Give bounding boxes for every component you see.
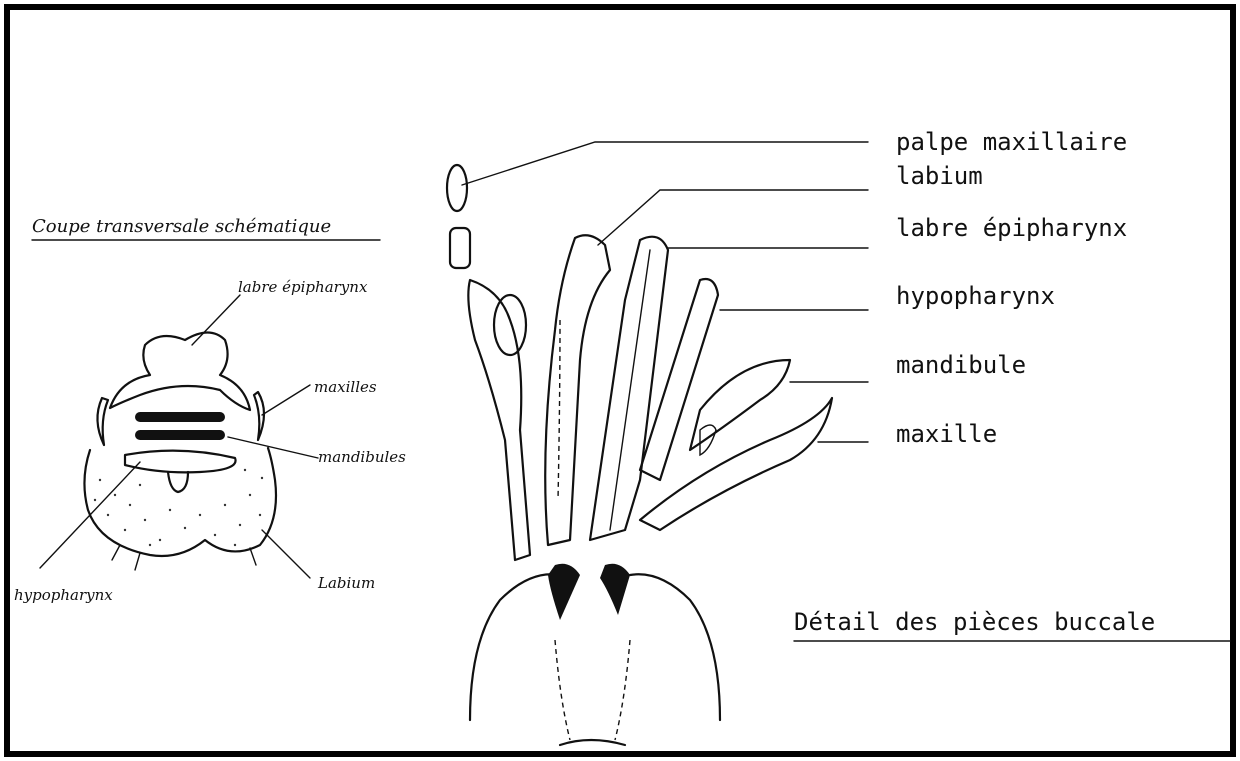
maxille-left [97,398,108,445]
mandibule-lower-bar [135,430,225,440]
labre-epipharynx-shape [110,333,250,411]
label-palpe-maxillaire: palpe maxillaire [896,128,1127,156]
labium-shape [84,448,276,570]
label-hypopharynx-left: hypopharynx [14,586,113,604]
hypopharynx-shape [125,451,236,473]
labium-sheath [545,235,610,545]
label-maxilles: maxilles [314,378,377,396]
label-labre-epipharynx-right: labre épipharynx [896,214,1127,242]
mandibule-blade [690,360,790,450]
label-labium-right: labium [896,162,983,190]
hypopharynx-lobe [168,472,188,492]
label-labre-epipharynx-left: labre épipharynx [238,278,368,296]
label-mandibule: mandibule [896,351,1026,379]
cross-section-title: Coupe transversale schématique [32,216,331,237]
label-mandibules: mandibules [318,448,406,466]
label-hypopharynx-right: hypopharynx [896,282,1055,310]
cross-section-diagram: Coupe transversale schématique [14,216,406,604]
mandibule-upper-bar [135,412,225,422]
label-maxille: maxille [896,420,997,448]
caption-detail: Détail des pièces buccale [794,608,1155,636]
mouthparts-diagram: palpe maxillaire labium labre épipharynx… [447,128,1230,745]
label-labium-left: Labium [317,574,375,592]
maxille-right [254,392,264,440]
head-base [470,564,720,745]
palpe-maxillaire-shape [447,165,530,560]
